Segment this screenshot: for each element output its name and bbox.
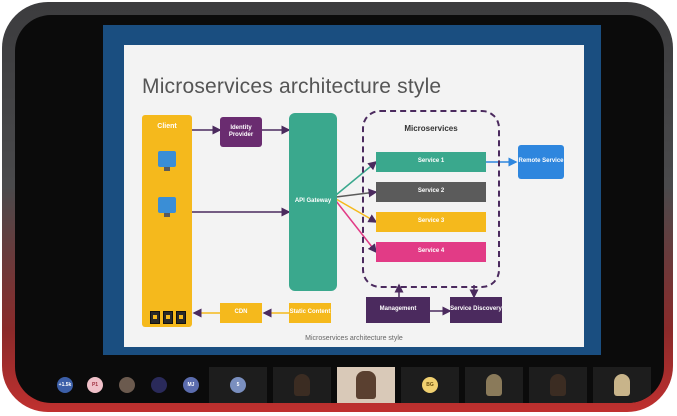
identity-provider-box: Identity Provider bbox=[220, 117, 262, 147]
microservices-label: Microservices bbox=[404, 124, 458, 133]
service-4-box: Service 4 bbox=[376, 242, 486, 262]
service-3-box: Service 3 bbox=[376, 212, 486, 232]
participant-video bbox=[486, 374, 502, 396]
participant-avatar[interactable] bbox=[119, 377, 135, 393]
participant-tile[interactable] bbox=[273, 367, 331, 403]
remote-service-box: Remote Service bbox=[518, 145, 564, 179]
service-discovery-box: Service Discovery bbox=[450, 297, 502, 323]
participant-video bbox=[356, 371, 376, 399]
participant-tile[interactable]: BG bbox=[401, 367, 459, 403]
participant-count-avatar[interactable]: +1.5k bbox=[57, 377, 73, 393]
participant-tile[interactable] bbox=[465, 367, 523, 403]
client-label: Client bbox=[157, 123, 177, 130]
device-frame: Microservices architecture style bbox=[2, 2, 673, 412]
participant-video bbox=[614, 374, 630, 396]
participant-strip: +1.5k P1 MJ 5 BG bbox=[15, 367, 664, 403]
participant-avatar[interactable]: P1 bbox=[87, 377, 103, 393]
participant-tile[interactable]: 5 bbox=[209, 367, 267, 403]
diagram-arrows bbox=[192, 125, 518, 318]
cdn-box: CDN bbox=[220, 303, 262, 323]
participant-video bbox=[550, 374, 566, 396]
participant-avatar: 5 bbox=[230, 377, 246, 393]
api-gateway-box: API Gateway bbox=[289, 113, 337, 291]
desktop-icon bbox=[158, 151, 176, 171]
participant-tile-active[interactable] bbox=[337, 367, 395, 403]
service-2-box: Service 2 bbox=[376, 182, 486, 202]
static-content-box: Static Content bbox=[289, 303, 331, 323]
slide-title: Microservices architecture style bbox=[142, 75, 442, 98]
desktop-icon bbox=[158, 197, 176, 217]
mobile-icon bbox=[150, 311, 160, 324]
service-1-box: Service 1 bbox=[376, 152, 486, 172]
meeting-window: Microservices architecture style bbox=[15, 15, 664, 403]
participant-avatar[interactable]: MJ bbox=[183, 377, 199, 393]
participant-avatar[interactable] bbox=[151, 377, 167, 393]
participant-tile[interactable] bbox=[593, 367, 651, 403]
slide-caption: Microservices architecture style bbox=[305, 335, 403, 342]
microservices-box: Microservices bbox=[362, 110, 500, 288]
participant-avatar: BG bbox=[422, 377, 438, 393]
client-box: Client bbox=[142, 115, 192, 327]
mobile-icon bbox=[176, 311, 186, 324]
participant-video bbox=[294, 374, 310, 396]
management-box: Management bbox=[366, 297, 430, 323]
presentation-slide: Microservices architecture style bbox=[124, 45, 584, 347]
mobile-icon bbox=[163, 311, 173, 324]
participant-tile[interactable] bbox=[529, 367, 587, 403]
